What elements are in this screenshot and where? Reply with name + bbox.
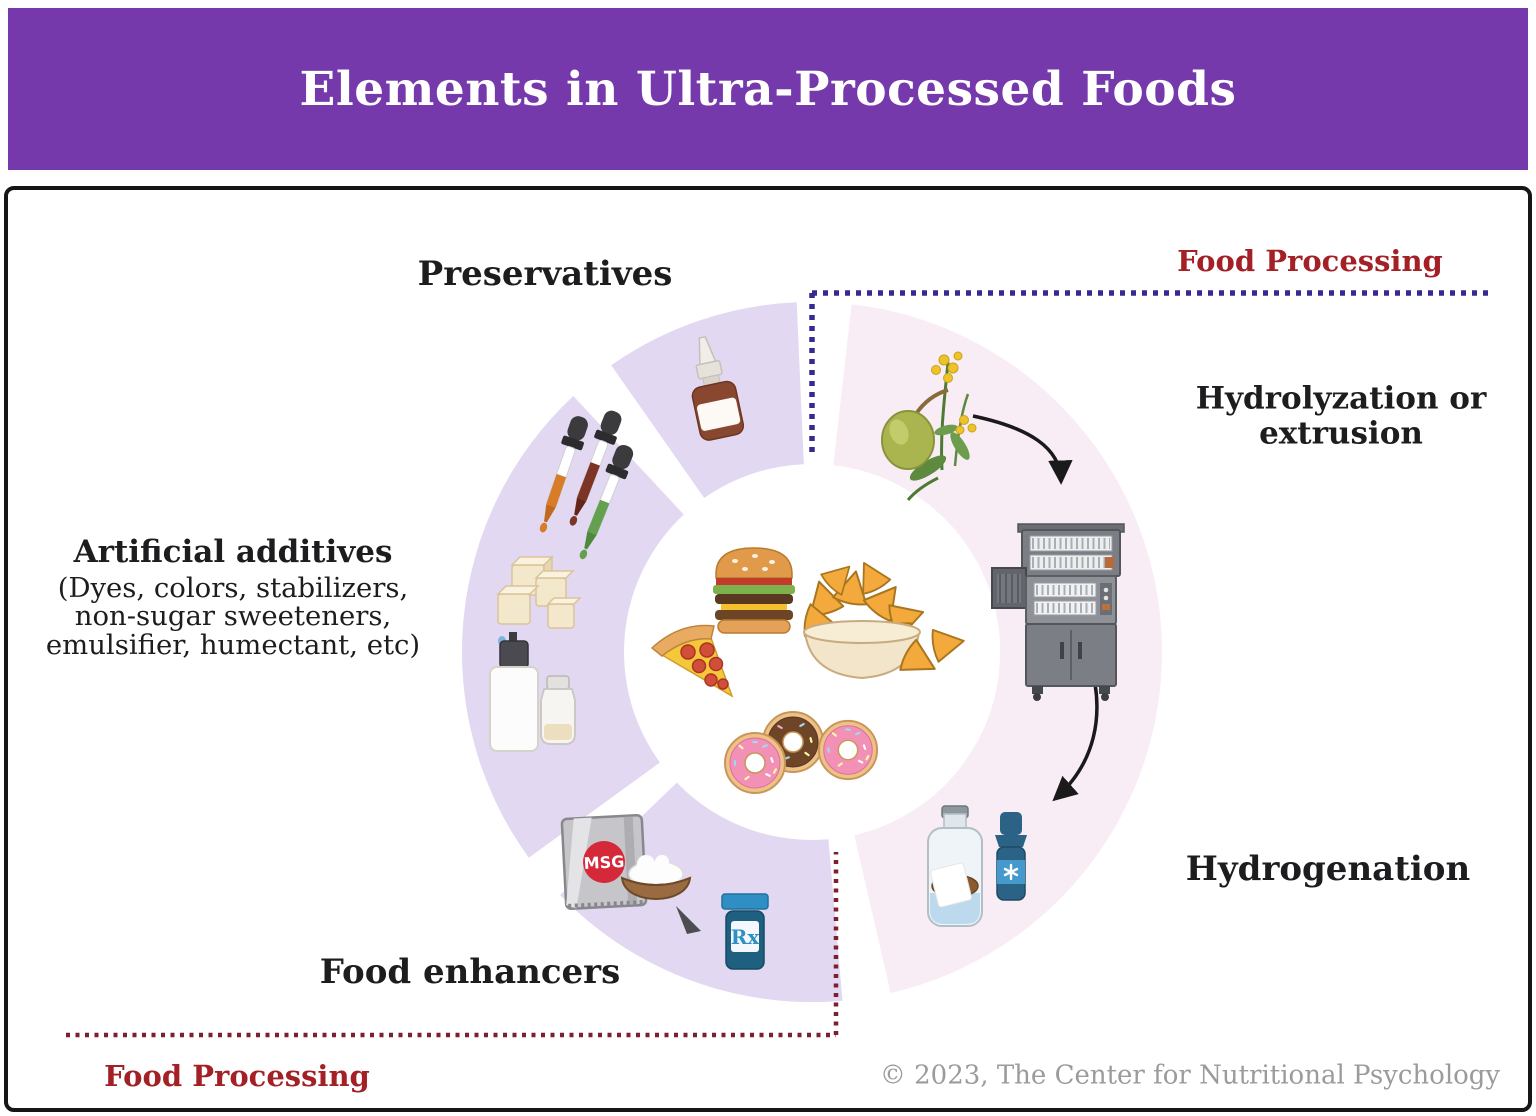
powder-bowl-icon — [620, 855, 701, 934]
label-artificial-additives: Artificial additives (Dyes, colors, stab… — [45, 533, 421, 661]
food-processing-boundary-top — [809, 290, 1492, 457]
donuts-icon — [724, 711, 879, 794]
page-title: Elements in Ultra-Processed Foods — [299, 61, 1237, 117]
rx-bottle-icon: Rx — [721, 893, 769, 970]
label-food-processing-top: Food Processing — [1177, 243, 1443, 278]
label-hydrogenation: Hydrogenation — [1185, 848, 1471, 889]
header-banner: Elements in Ultra-Processed Foods — [8, 8, 1528, 170]
arrow-plant-to-machine — [972, 414, 1073, 485]
oil-bottle-icons — [927, 805, 1027, 927]
label-food-processing-bottom: Food Processing — [104, 1058, 370, 1093]
food-processing-boundary-bottom — [66, 852, 839, 1038]
label-food-enhancers: Food enhancers — [319, 951, 621, 992]
pizza-icon — [650, 624, 734, 698]
sugar-cubes-icon — [496, 555, 582, 629]
dropper-icons — [539, 410, 634, 560]
burger-icon — [713, 547, 795, 634]
label-preservatives: Preservatives — [417, 253, 673, 294]
copyright-text: © 2023, The Center for Nutritional Psych… — [879, 1060, 1501, 1091]
bottle-and-shaker-icons — [489, 632, 576, 752]
label-hydrolyzation: Hydrolyzation or extrusion — [1195, 380, 1487, 451]
olive-plant-icon — [881, 351, 977, 501]
extrusion-machine-icon — [991, 523, 1125, 701]
nachos-bowl-icon — [801, 554, 968, 685]
msg-label: MSG — [583, 852, 625, 873]
cannabis-leaf-icon — [1003, 863, 1019, 881]
rx-label: Rx — [731, 925, 761, 949]
nasal-spray-icon — [691, 335, 745, 441]
